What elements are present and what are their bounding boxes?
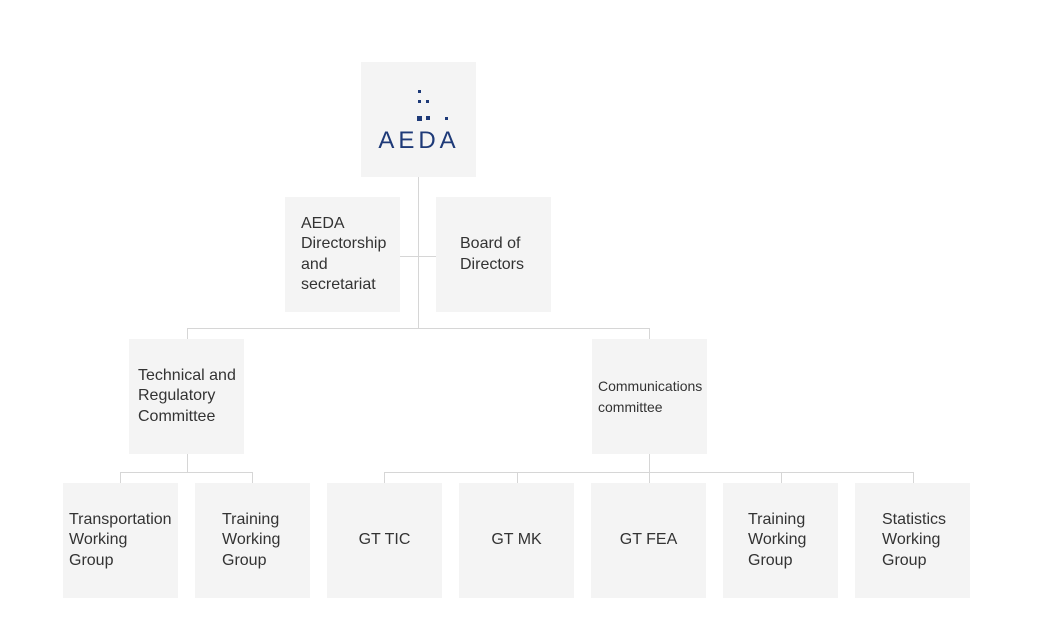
node-training-group-comms-label: Training Working Group	[748, 510, 807, 569]
connector-communications-drop	[649, 328, 650, 339]
node-directorship-label: AEDA Directorship and secretariat	[301, 214, 387, 294]
node-communications-committee-label: Communications committee	[598, 378, 703, 415]
connector-drop-statistics	[913, 472, 914, 483]
logo-wordmark: AEDA	[378, 127, 459, 154]
aeda-logo-box: AEDA	[361, 62, 476, 177]
node-communications-committee: Communications committee	[592, 339, 707, 454]
connector-technical-bar	[120, 472, 253, 473]
node-technical-committee-label: Technical and Regulatory Committee	[138, 366, 236, 425]
connector-drop-transportation	[120, 472, 121, 483]
logo-dots	[417, 90, 448, 121]
connector-root-trunk	[418, 177, 419, 328]
node-gt-mk: GT MK	[459, 483, 574, 598]
node-technical-committee: Technical and Regulatory Committee	[129, 339, 244, 454]
aeda-logo: AEDA	[378, 90, 459, 154]
node-gt-mk-label: GT MK	[491, 531, 542, 549]
node-training-group-technical: Training Working Group	[195, 483, 310, 598]
connector-technical-trunk	[187, 454, 188, 472]
node-board-label: Board of Directors	[460, 235, 525, 273]
connector-drop-gt-tic	[384, 472, 385, 483]
node-directorship: AEDA Directorship and secretariat	[285, 197, 400, 312]
node-gt-tic: GT TIC	[327, 483, 442, 598]
connector-level1-link	[400, 256, 437, 257]
node-gt-tic-label: GT TIC	[358, 531, 411, 549]
node-transportation-group: Transportation Working Group	[63, 483, 178, 598]
node-statistics-group: Statistics Working Group	[855, 483, 970, 598]
node-board: Board of Directors	[436, 197, 551, 312]
connector-committee-bar	[187, 328, 650, 329]
node-training-group-technical-label: Training Working Group	[222, 510, 281, 569]
node-statistics-group-label: Statistics Working Group	[882, 510, 947, 569]
node-transportation-group-label: Transportation Working Group	[69, 510, 172, 569]
connector-drop-gt-mk	[517, 472, 518, 483]
connector-technical-drop	[187, 328, 188, 339]
node-training-group-comms: Training Working Group	[723, 483, 838, 598]
connector-drop-gt-fea	[649, 472, 650, 483]
connector-drop-training-comms	[781, 472, 782, 483]
connector-drop-training-technical	[252, 472, 253, 483]
node-gt-fea: GT FEA	[591, 483, 706, 598]
node-gt-fea-label: GT FEA	[619, 531, 678, 549]
connector-communications-trunk	[649, 454, 650, 472]
